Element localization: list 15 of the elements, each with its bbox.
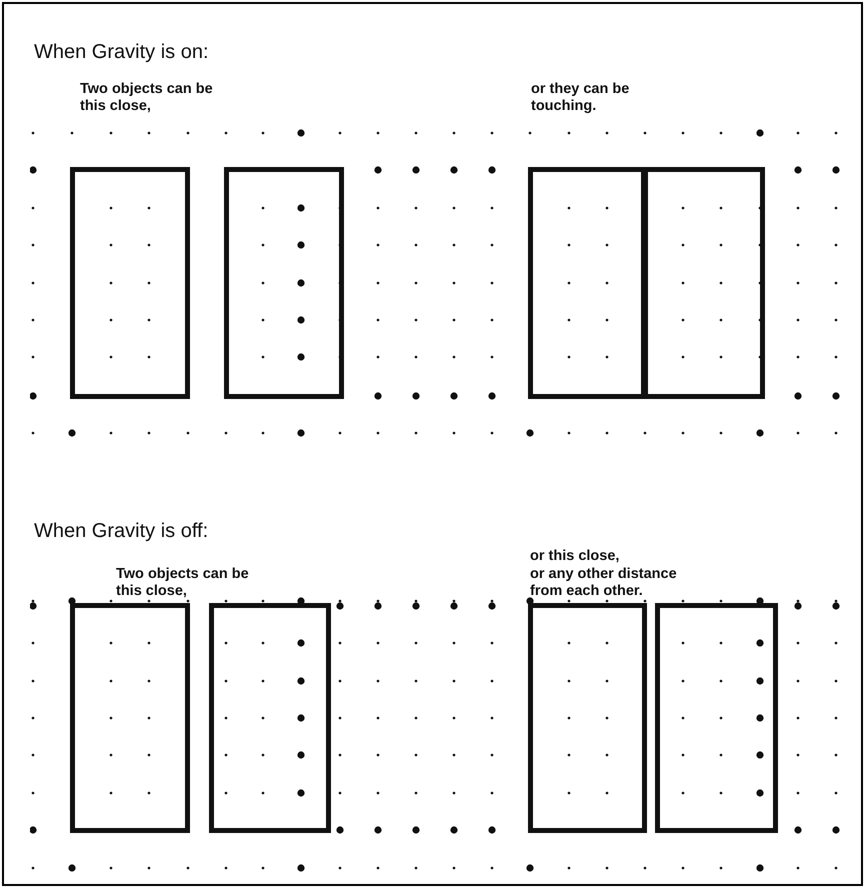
section-heading: When Gravity is off: (34, 520, 208, 542)
caption-text: Two objects can be this close, (116, 566, 250, 601)
caption-text: or they can be touching. (531, 81, 630, 116)
caption-text: or this close, (530, 548, 620, 566)
object-rectangle (209, 603, 331, 833)
object-rectangle (70, 167, 190, 399)
object-rectangle (528, 603, 647, 833)
object-rectangle (224, 167, 344, 399)
caption-text: Two objects can be this close, (80, 81, 214, 116)
object-rectangle (70, 603, 190, 833)
caption-text: or any other distance from each other. (530, 566, 678, 601)
object-rectangle (655, 603, 778, 833)
object-rectangle (528, 167, 648, 399)
section-heading: When Gravity is on: (34, 41, 209, 63)
object-rectangle (641, 167, 765, 399)
